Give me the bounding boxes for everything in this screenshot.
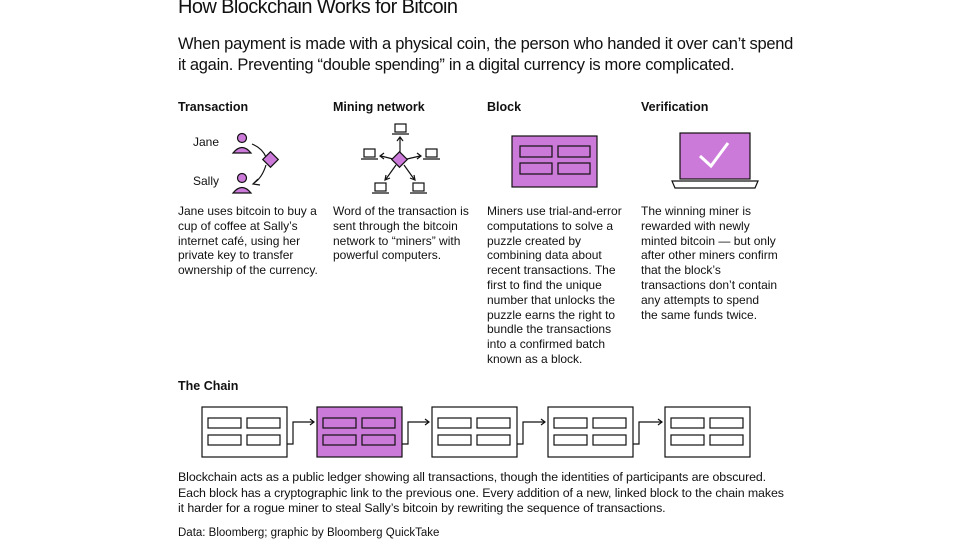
chain-arrow-icon xyxy=(402,421,429,445)
mining-network-graphic xyxy=(361,123,440,194)
verification-laptop-icon xyxy=(671,132,759,189)
miner-laptop-icon xyxy=(412,182,425,192)
mining-diamond-icon xyxy=(390,150,409,169)
transaction-diamond-icon xyxy=(261,150,280,169)
intro-paragraph: When payment is made with a physical coi… xyxy=(178,35,793,74)
chain-arrow-icon xyxy=(287,421,314,445)
miner-laptop-icon xyxy=(363,148,376,158)
chain-heading: The Chain xyxy=(178,379,239,393)
block-heading: Block xyxy=(487,100,522,114)
verification-description: The winning miner is rewarded with newly… xyxy=(641,204,778,322)
mining-network-description: Word of the transaction is sent through … xyxy=(333,204,469,263)
miner-laptop-icon xyxy=(425,148,438,158)
page-title: How Blockchain Works for Bitcoin xyxy=(178,0,458,18)
verification-heading: Verification xyxy=(641,100,709,114)
transfer-curve-in xyxy=(253,164,267,184)
miner-laptop-icon xyxy=(374,182,387,192)
transaction-heading: Transaction xyxy=(178,100,249,114)
transaction-description: Jane uses bitcoin to buy a cup of coffee… xyxy=(178,204,318,278)
chain-description: Blockchain acts as a public ledger showi… xyxy=(178,470,784,516)
sally-person-icon xyxy=(231,172,253,194)
mining-network-heading: Mining network xyxy=(333,100,425,114)
miner-laptop-icon xyxy=(394,123,407,133)
transfer-curve-out xyxy=(251,143,267,158)
jane-label: Jane xyxy=(193,135,220,149)
block-description: Miners use trial-and-error computations … xyxy=(487,204,622,366)
chain-block xyxy=(664,406,751,458)
checkmark-icon xyxy=(698,142,730,169)
chain-arrow-icon xyxy=(517,421,545,445)
chain-arrow-icon xyxy=(633,421,662,445)
jane-person-icon xyxy=(231,132,253,154)
chain-block-highlighted xyxy=(316,406,403,458)
chain-link-arrows xyxy=(287,418,663,445)
chain-block xyxy=(547,406,634,458)
sally-label: Sally xyxy=(193,174,220,188)
block-icon xyxy=(511,135,598,188)
chain-block xyxy=(201,406,288,458)
source-credit: Data: Bloomberg; graphic by Bloomberg Qu… xyxy=(178,527,440,539)
chain-block xyxy=(431,406,518,458)
transfer-arrowhead xyxy=(251,178,261,186)
